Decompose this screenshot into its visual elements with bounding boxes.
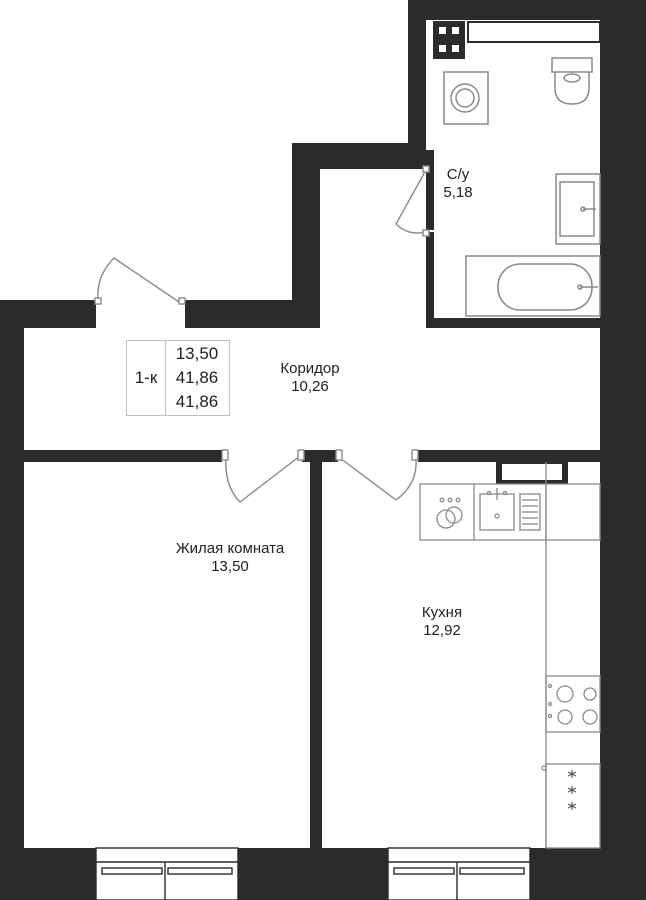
room-name: С/у — [446, 166, 470, 183]
total-area-value-2: 41,86 — [175, 392, 219, 411]
room-area: 10,26 — [291, 378, 329, 395]
room-name: Жилая комната — [175, 540, 285, 557]
bathtub-icon — [465, 255, 601, 317]
washing-machine-icon — [443, 71, 489, 125]
apartment-summary-badge: 1-к 13,50 41,86 41,86 — [126, 340, 230, 416]
room-name: Кухня — [421, 604, 463, 621]
living-area-value: 13,50 — [175, 344, 219, 363]
stove-icon — [545, 675, 601, 733]
doors — [94, 165, 430, 503]
room-label-kitchen: Кухня 12,92 — [404, 604, 480, 640]
vent-shaft — [433, 21, 601, 59]
room-label-corridor: Коридор 10,26 — [260, 360, 360, 396]
room-name: Коридор — [280, 360, 340, 377]
windows — [95, 847, 531, 900]
room-area: 5,18 — [443, 184, 473, 201]
dishwasher-icon — [436, 497, 463, 529]
total-area-value: 41,86 — [175, 368, 219, 387]
room-label-bathroom: С/у 5,18 — [436, 166, 480, 202]
sink-bathroom-icon — [555, 173, 601, 245]
room-area: 13,50 — [211, 558, 249, 575]
toilet-icon — [551, 57, 593, 105]
room-area: 12,92 — [423, 622, 461, 639]
fridge-icon — [541, 763, 601, 849]
area-values: 13,50 41,86 41,86 — [167, 342, 227, 414]
room-label-living: Жилая комната 13,50 — [156, 540, 304, 576]
kitchen-sink-icon — [479, 488, 541, 531]
apartment-type: 1-к — [127, 341, 166, 415]
